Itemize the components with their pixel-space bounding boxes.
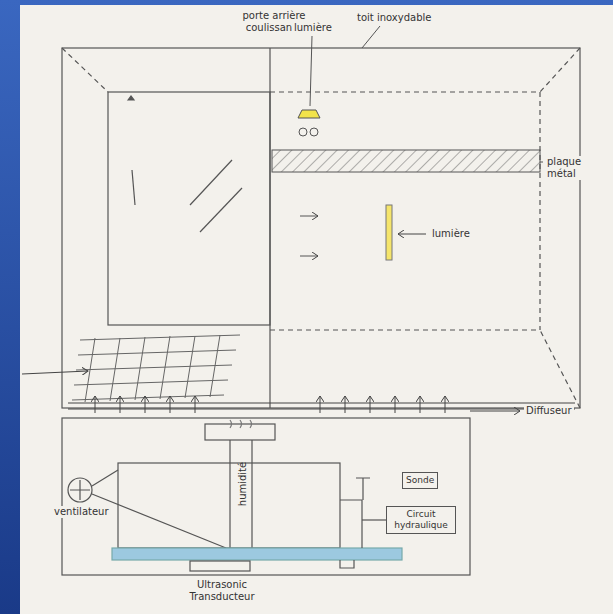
metal-plate [272,150,543,172]
diffuser [68,396,575,413]
box-text: Sonde [406,475,434,486]
roof-label: toit inoxydable [355,12,433,24]
side-lamp [300,205,426,260]
sliding-door [108,92,270,325]
top-lamp [298,26,380,136]
diffuser-label: Diffuseur [524,405,574,417]
plate-label: plaque métal [545,156,611,180]
box-text: Circuit hydraulique [390,509,452,531]
humidity-label: humidité [237,456,249,512]
base-unit [62,418,470,575]
paper [20,5,613,614]
probe-box: Sonde [402,472,438,489]
lamp-label: lumière [292,22,334,34]
transducer-label: Ultrasonic Transducteur [170,579,274,603]
fan-label: ventilateur [52,506,111,518]
circuit-box: Circuit hydraulique [386,506,456,534]
cabinet-outline [62,48,580,408]
floor-grid [22,335,240,402]
lamp-label: lumière [430,228,472,240]
